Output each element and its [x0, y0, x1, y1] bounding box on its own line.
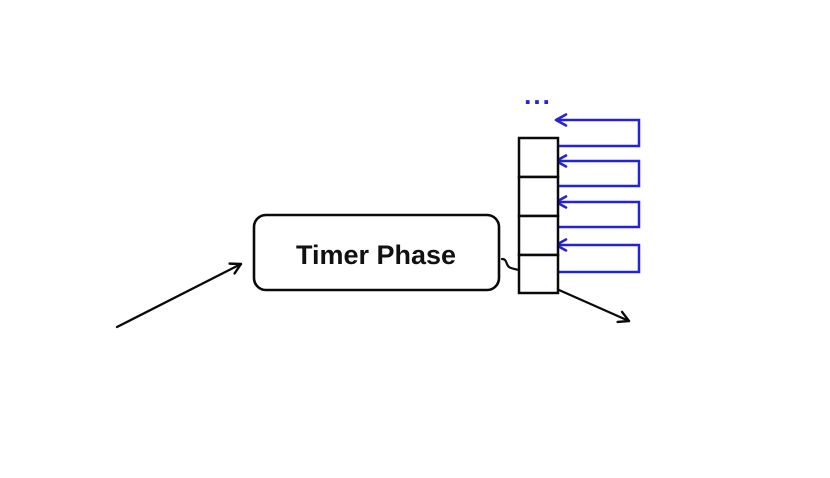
queue-slot-3 — [517, 214, 560, 257]
incoming-arrow — [115, 262, 243, 329]
queue-slot-1 — [517, 136, 560, 179]
queue-ellipsis: ... — [524, 80, 552, 110]
queue-slot-4 — [517, 253, 560, 295]
timer-phase-node — [252, 213, 501, 292]
outgoing-arrow — [557, 288, 631, 324]
callback-loop-arrow-3 — [554, 195, 641, 229]
callback-loop-arrow-1 — [554, 113, 641, 148]
callback-loop-arrow-4 — [554, 238, 641, 274]
callback-loop-arrows — [554, 113, 641, 274]
callback-loop-arrow-2 — [554, 154, 641, 188]
node-to-queue-connector — [500, 257, 521, 272]
timer-queue — [517, 136, 560, 295]
timer-phase-label: Timer Phase — [296, 240, 456, 270]
queue-slot-2 — [517, 175, 560, 218]
